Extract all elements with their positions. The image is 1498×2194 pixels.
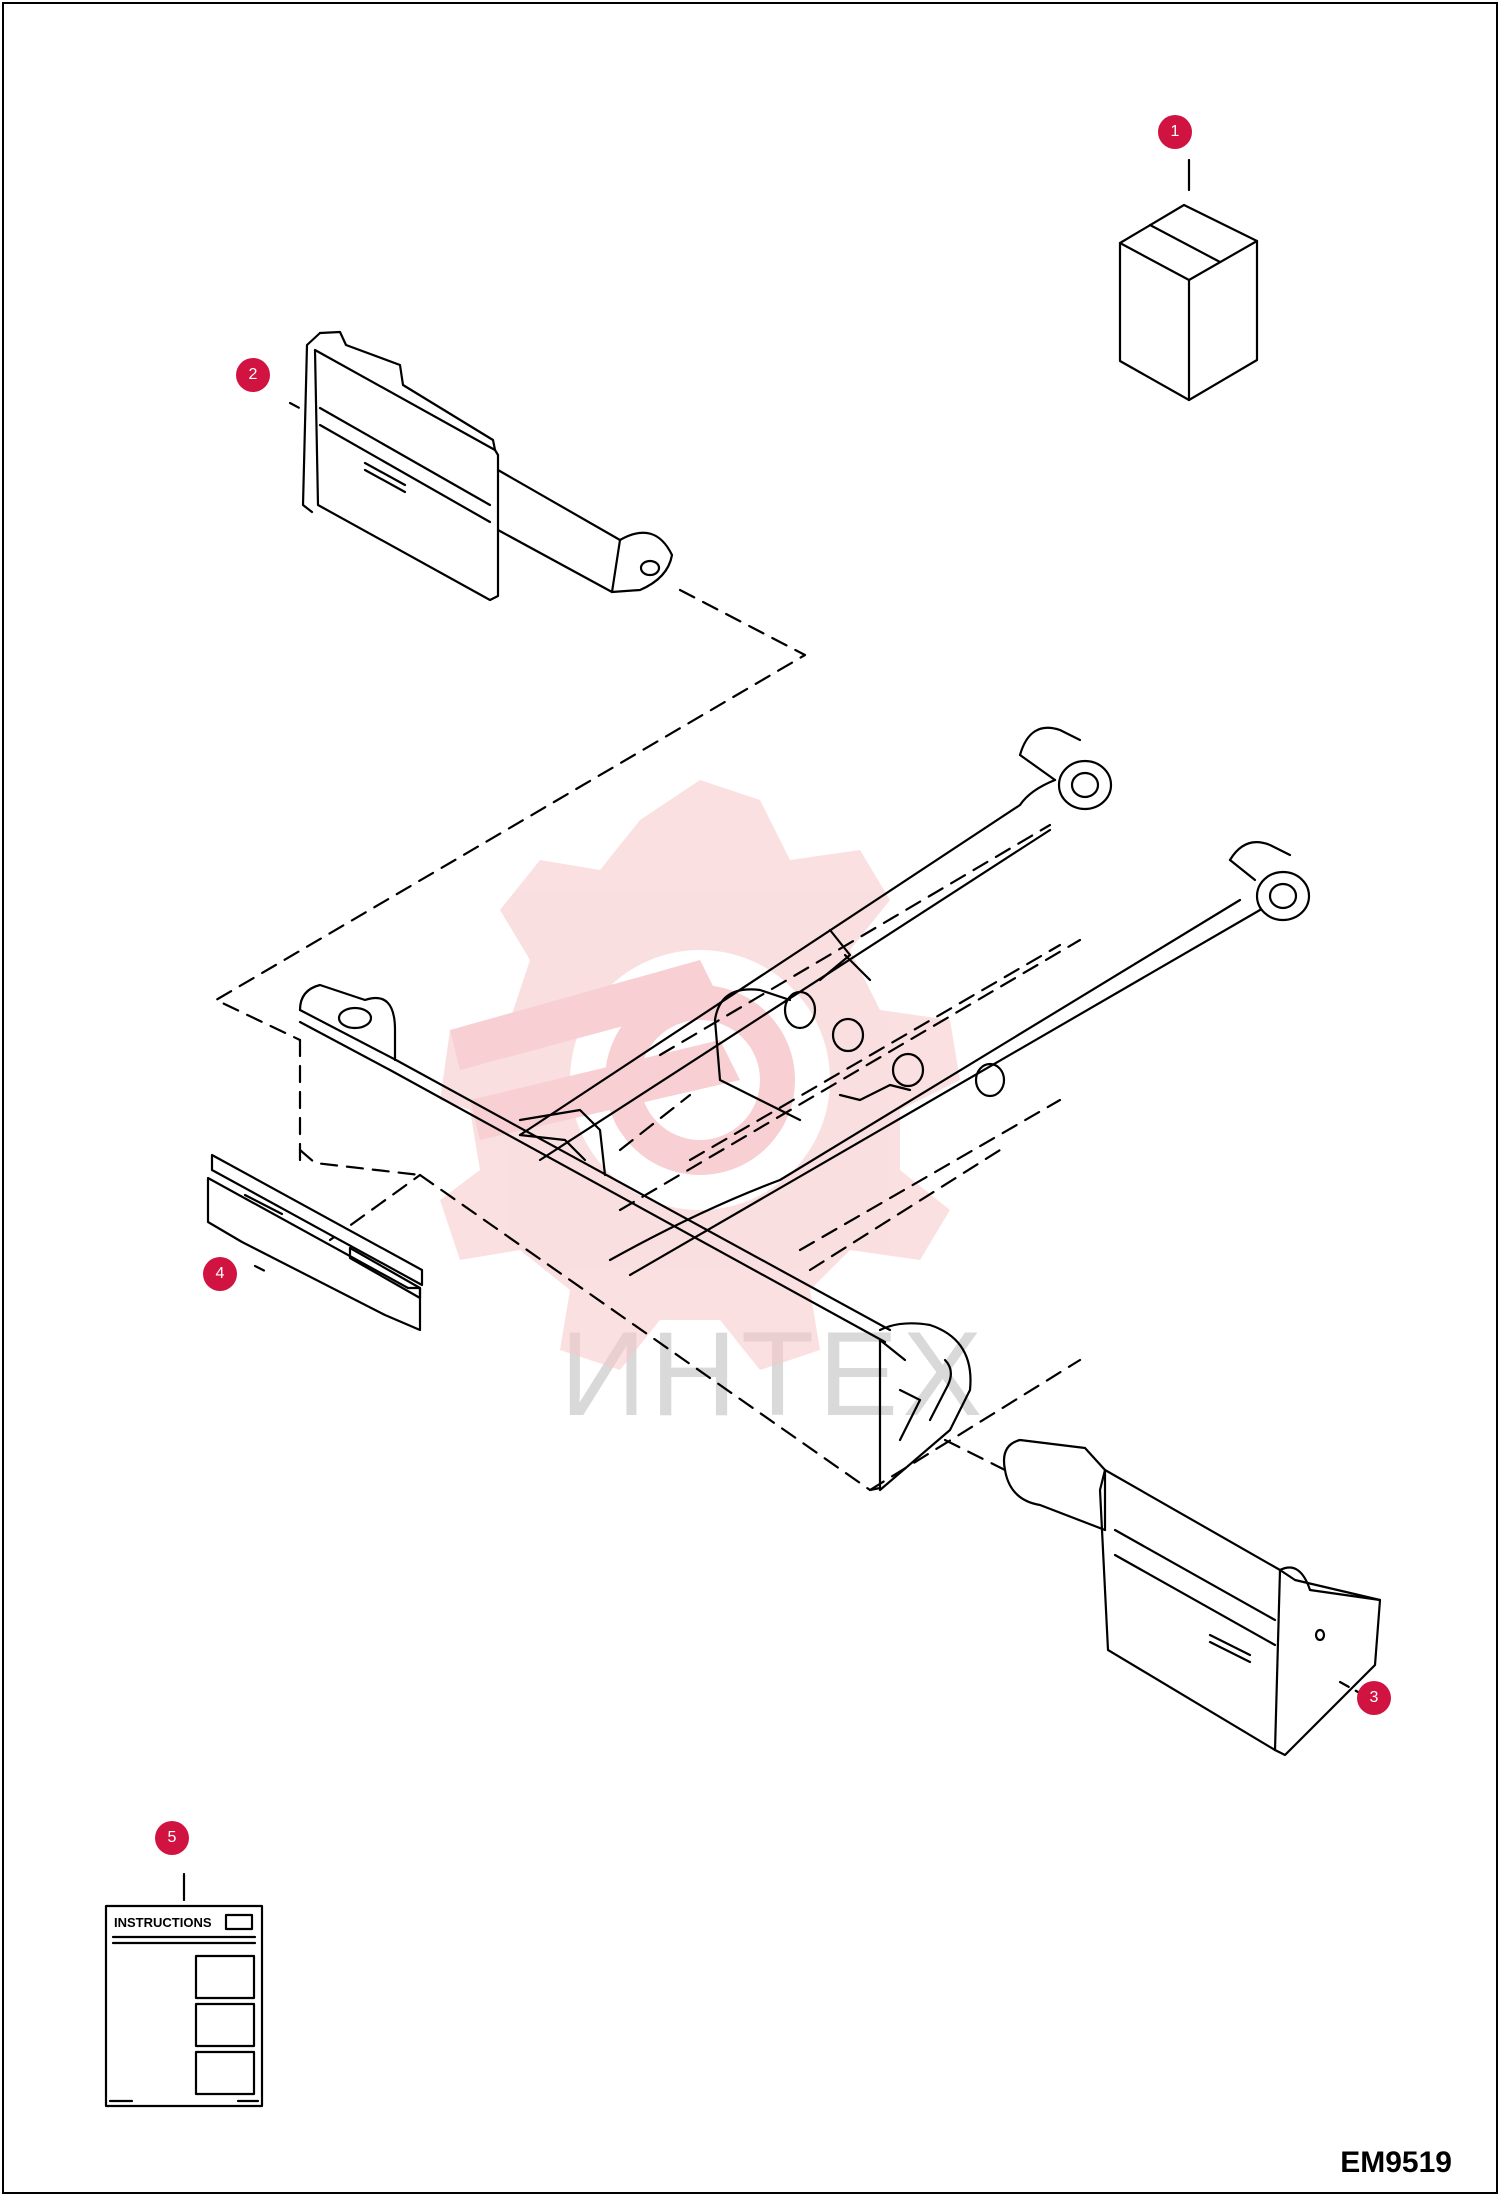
callout-1: 1 bbox=[1158, 115, 1192, 149]
drawing-code: EM9519 bbox=[1340, 2146, 1452, 2179]
loader-frame-body bbox=[298, 726, 1311, 1492]
callout-2: 2 bbox=[236, 358, 270, 392]
part-3-step-pin bbox=[1002, 1438, 1382, 1757]
loader-frame-outline bbox=[214, 588, 1082, 1492]
callout-3: 3 bbox=[1357, 1681, 1391, 1715]
part-2-step-pin bbox=[288, 330, 674, 602]
part-1-box bbox=[1118, 158, 1259, 402]
callout-5: 5 bbox=[155, 1821, 189, 1855]
part-4-spacer-strip bbox=[206, 1153, 424, 1332]
callout-4: 4 bbox=[203, 1257, 237, 1291]
watermark-gear-icon bbox=[440, 780, 960, 1370]
part-5-instructions-sheet bbox=[104, 1872, 264, 2108]
instructions-title: INSTRUCTIONS bbox=[114, 1915, 212, 1930]
